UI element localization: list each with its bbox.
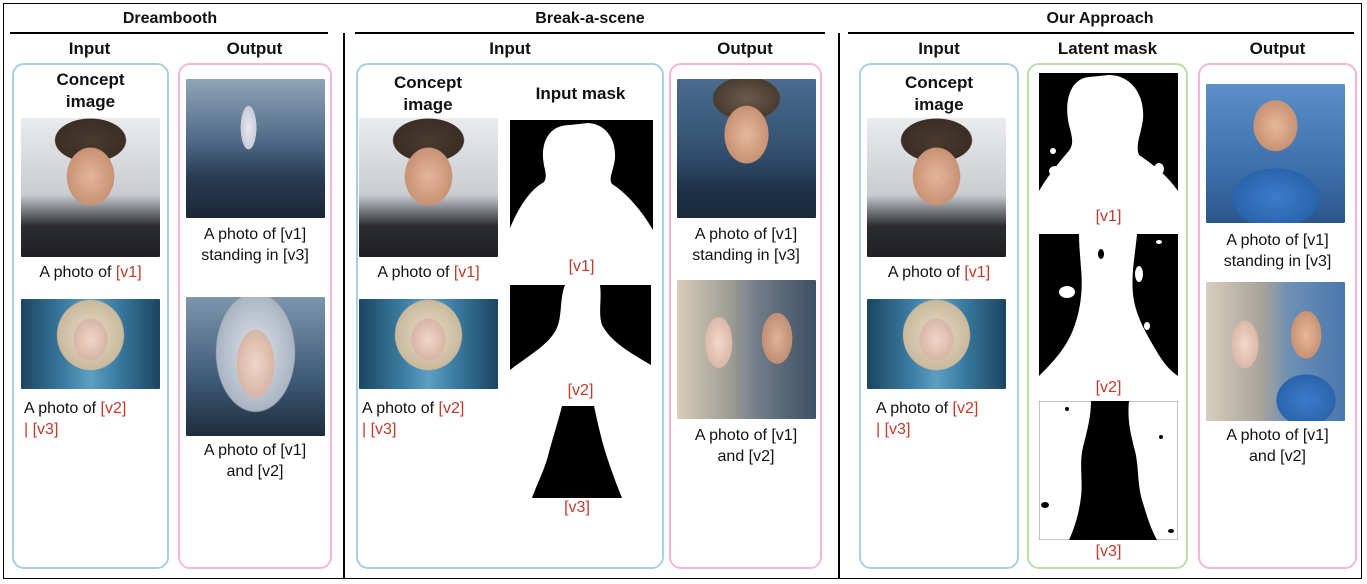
dreambooth-output-caption-and: A photo of [v1]and [v2] (203, 442, 307, 480)
ours-latent-mask-label-v3: [v3] (1095, 543, 1122, 560)
dreambooth-concept-image-label: Concept image (56, 70, 125, 111)
bas-output-panel (669, 63, 822, 569)
bas-output-photo-standing (677, 79, 816, 218)
bas-mask-v1 (510, 120, 653, 255)
section-rule-dreambooth (10, 32, 328, 34)
bas-output-caption-standing: A photo of [v1]standing in [v3] (692, 226, 800, 264)
ours-input-title: Input (918, 39, 960, 58)
bas-concept-photo-girl (359, 299, 498, 389)
dreambooth-caption-v2-v3: A photo of [v2]| [v3] (24, 400, 127, 438)
ours-concept-image-label: Concept image (905, 73, 973, 114)
ours-caption-v2-v3: A photo of [v2]| [v3] (876, 400, 979, 438)
ours-output-title: Output (1249, 39, 1306, 58)
ours-input-panel (859, 63, 1019, 569)
ours-latent-mask-v1 (1039, 73, 1178, 208)
section-title-our-approach: Our Approach (1046, 10, 1154, 27)
bas-concept-photo-man (359, 118, 498, 257)
ours-output-photo-standing (1206, 84, 1345, 223)
bas-output-caption-and: A photo of [v1]and [v2] (694, 427, 798, 465)
dreambooth-concept-photo-girl (21, 299, 160, 389)
bas-caption-v1: A photo of [v1] (377, 264, 480, 281)
ours-latent-mask-panel (1027, 63, 1188, 569)
dreambooth-output-caption-standing: A photo of [v1]standing in [v3] (201, 226, 309, 264)
bas-input-title: Input (489, 39, 531, 58)
section-title-break-a-scene: Break-a-scene (535, 10, 645, 27)
bas-input-mask-title: Input mask (535, 84, 626, 103)
bas-output-title: Output (717, 39, 773, 58)
ours-latent-mask-v2 (1039, 234, 1178, 376)
bas-output-photo-and (677, 280, 816, 419)
bas-mask-label-v1: [v1] (568, 258, 595, 275)
ours-output-photo-and (1206, 282, 1345, 421)
bas-caption-v2-v3: A photo of [v2]| [v3] (362, 400, 465, 438)
dreambooth-output-photo-and (186, 297, 325, 436)
bas-mask-v3 (532, 406, 622, 498)
dreambooth-caption-v1: A photo of [v1] (39, 264, 142, 281)
bas-mask-label-v3: [v3] (564, 499, 590, 516)
ours-latent-mask-v3 (1039, 401, 1178, 540)
dreambooth-output-panel (178, 63, 332, 569)
section-divider-1 (343, 33, 345, 579)
dreambooth-concept-photo-man (21, 118, 160, 257)
dreambooth-input-title: Input (68, 39, 111, 58)
dreambooth-output-title: Output (226, 39, 283, 58)
section-divider-2 (838, 33, 840, 579)
bas-mask-v2 (510, 285, 651, 379)
bas-mask-label-v2: [v2] (567, 382, 594, 399)
ours-concept-photo-girl (867, 299, 1006, 389)
ours-output-caption-standing: A photo of [v1]standing in [v3] (1223, 232, 1332, 270)
figure-frame (3, 3, 1362, 579)
bas-concept-image-label: Concept image (394, 73, 462, 114)
ours-output-caption-and: A photo of [v1]and [v2] (1226, 427, 1329, 465)
bas-input-panel (356, 63, 664, 569)
ours-output-panel (1198, 63, 1357, 569)
ours-latent-mask-label-v1: [v1] (1095, 208, 1122, 225)
ours-latent-mask-label-v2: [v2] (1095, 379, 1122, 396)
ours-latent-mask-title: Latent mask (1057, 39, 1158, 58)
dreambooth-input-panel (12, 63, 169, 569)
section-title-dreambooth: Dreambooth (122, 10, 218, 27)
ours-concept-photo-man (867, 118, 1006, 257)
ours-caption-v1: A photo of [v1] (887, 264, 991, 281)
section-rule-our-approach (848, 32, 1354, 34)
section-rule-break-a-scene (355, 32, 825, 34)
dreambooth-output-photo-standing (186, 79, 325, 218)
